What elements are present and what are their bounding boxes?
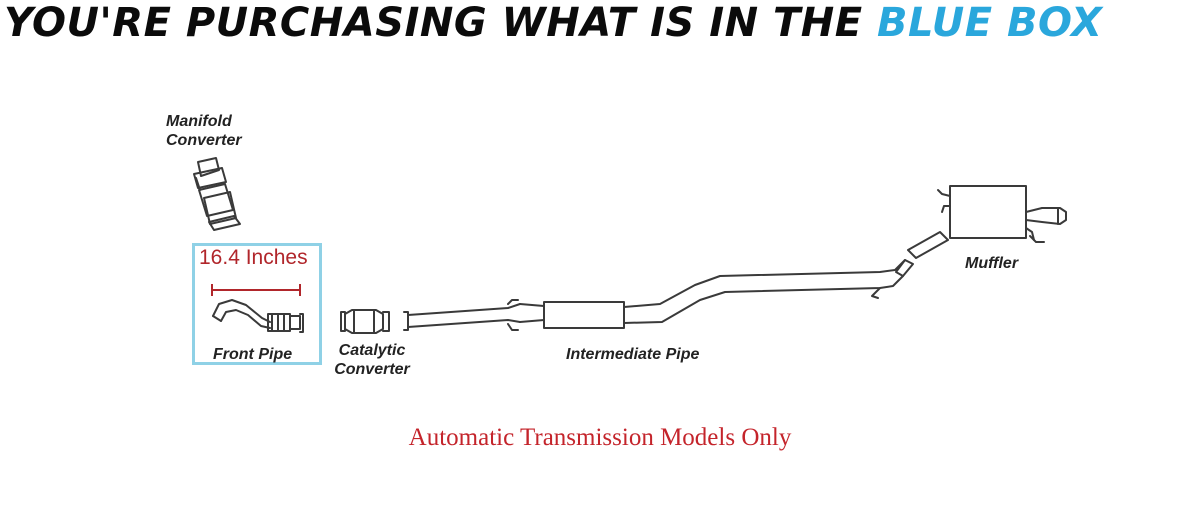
intermediate-pipe-part (403, 231, 949, 331)
catalytic-converter-part (340, 309, 390, 334)
muffler-label: Muffler (965, 255, 1019, 272)
intermediate-pipe-label: Intermediate Pipe (566, 346, 700, 363)
headline-text: YOU'RE PURCHASING WHAT IS IN THE (4, 0, 877, 46)
blue-box (192, 243, 322, 365)
front-pipe-part (212, 299, 304, 333)
measurement-line (211, 284, 301, 296)
footnote: Automatic Transmission Models Only (408, 424, 792, 451)
manifold-converter-part (193, 157, 241, 231)
front-pipe-label: Front Pipe (213, 346, 293, 363)
muffler-part (937, 185, 1067, 243)
headline-accent: BLUE BOX (876, 0, 1103, 46)
measurement-label: 16.4 Inches (199, 246, 308, 269)
headline: YOU'RE PURCHASING WHAT IS IN THE BLUE BO… (0, 0, 1200, 48)
